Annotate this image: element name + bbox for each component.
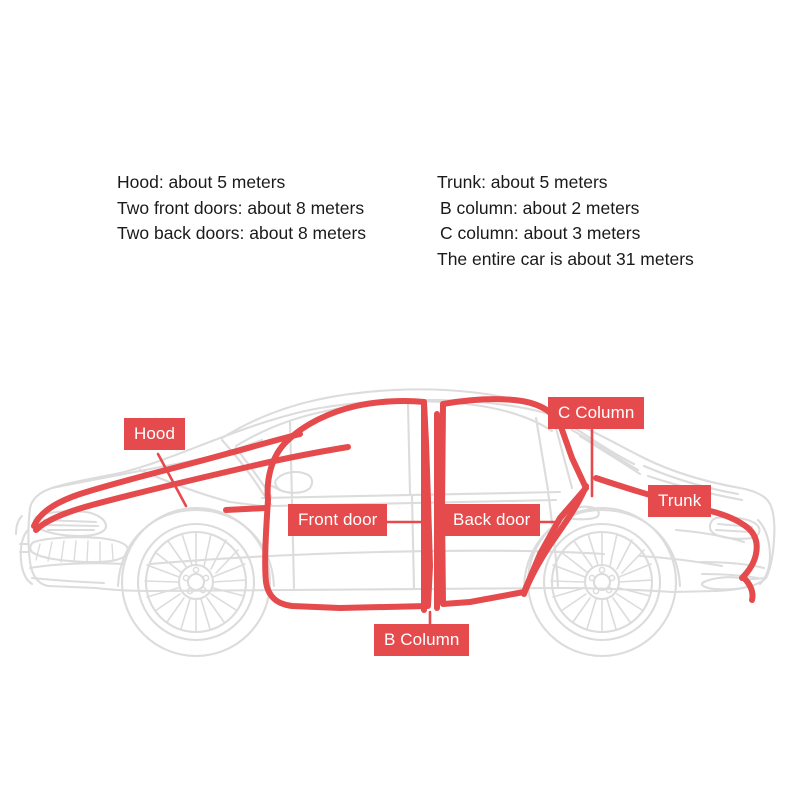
callout-label-back-door[interactable]: Back door [443,504,541,536]
front-door-seal-outline [262,398,433,611]
callout-label-front-door[interactable]: Front door [288,504,388,536]
callout-label-c-column[interactable]: C Column [548,397,645,429]
spec-line-trunk: Trunk: about 5 meters [437,172,608,192]
callout-label-trunk[interactable]: Trunk [648,485,712,517]
back-door-seal-outline [439,396,589,607]
spec-line-b-column: B column: about 2 meters [440,197,640,218]
trunk-seal-rear-hook [741,575,756,603]
front-wheel-spokes [144,531,247,633]
front-door-seal-forward-stub [223,505,269,513]
spec-line-front-doors: Two front doors: about 8 meters [117,197,365,218]
front-hub-bolts [182,566,210,595]
rear-wheel-spokes [550,531,653,633]
spec-line-c-column: C column: about 3 meters [440,223,641,243]
rear-hub-bolts [588,566,616,595]
c-column-seal [521,483,589,597]
spec-column-left: Hood: about 5 meters Two front doors: ab… [117,170,366,247]
hood-seal-lower [33,444,351,533]
spec-line-hood: Hood: about 5 meters [117,172,286,192]
callout-label-b-column[interactable]: B Column [374,624,470,656]
car-side-view-illustration [14,388,776,658]
callout-label-hood[interactable]: Hood [124,418,186,450]
spec-line-back-doors: Two back doors: about 8 meters [117,223,367,243]
leader-line-hood [156,452,188,508]
spec-column-right: Trunk: about 5 meters B column: about 2 … [437,170,694,272]
grille-slats [35,540,114,563]
spec-line-entire-car: The entire car is about 31 meters [437,248,694,269]
car-diagram [0,330,800,730]
hood-seal-upper [31,431,303,529]
specification-text-block: Hood: about 5 meters Two front doors: ab… [0,0,800,300]
